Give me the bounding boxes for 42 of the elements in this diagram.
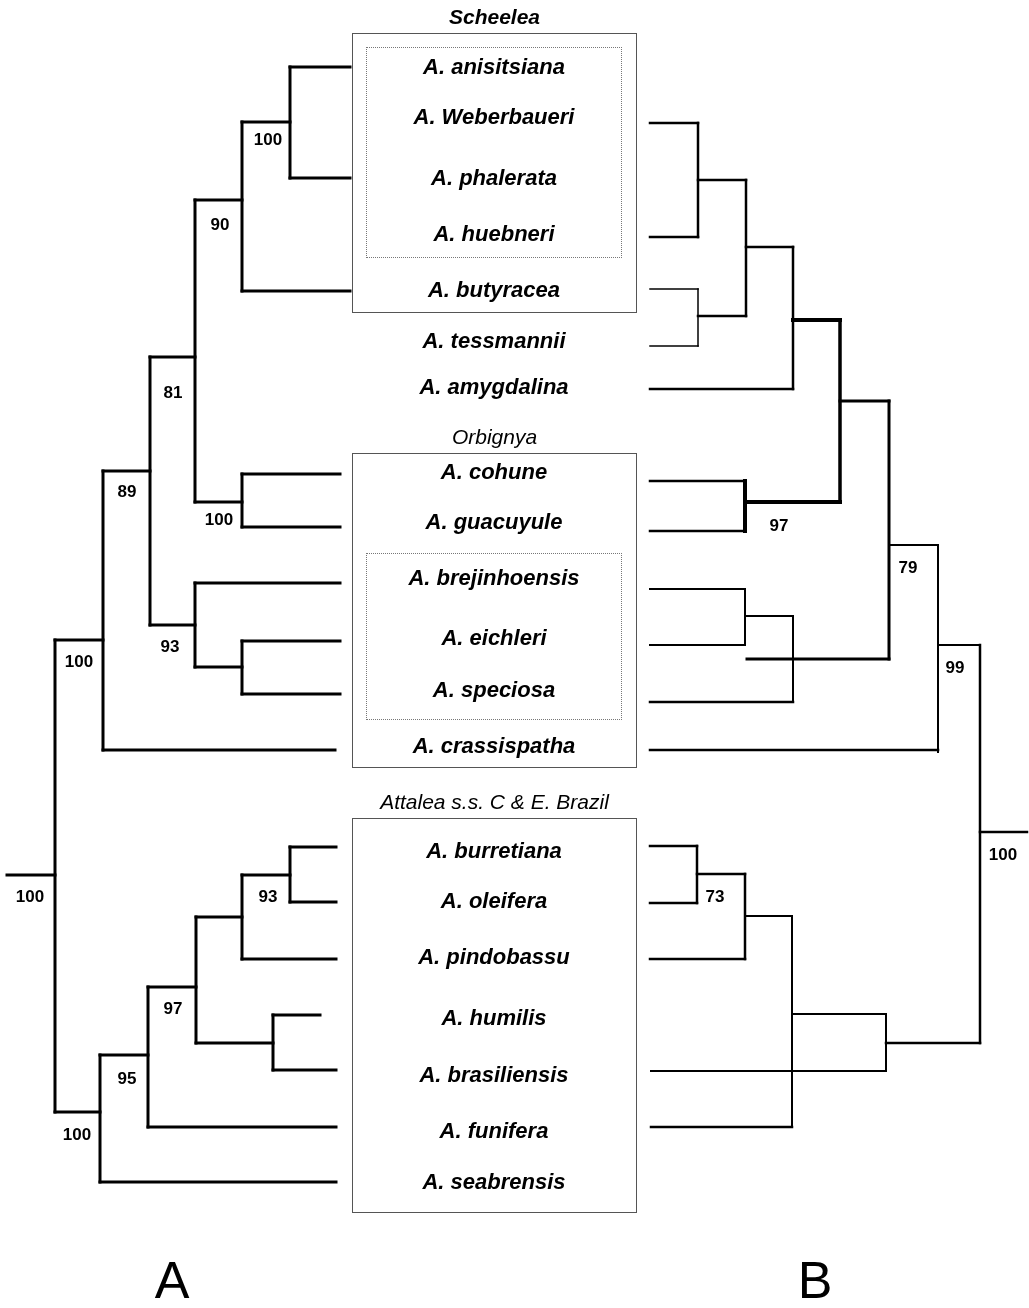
taxon-name: A. huebneri	[370, 220, 618, 248]
support-value: 100	[253, 130, 283, 150]
taxon-name: A. crassispatha	[370, 732, 618, 760]
support-value: 93	[160, 637, 180, 657]
clade-title: Orbignya	[450, 425, 539, 449]
taxon-name: A. speciosa	[370, 676, 618, 704]
support-value: 89	[117, 482, 137, 502]
support-value: 99	[945, 658, 965, 678]
taxon-name: A. butyracea	[370, 276, 618, 304]
support-value: 100	[15, 887, 45, 907]
taxon-name: A. amygdalina	[370, 373, 618, 401]
support-value: 100	[988, 845, 1018, 865]
taxon-name: A. funifera	[370, 1117, 618, 1145]
support-value: 79	[898, 558, 918, 578]
support-value: 95	[117, 1069, 137, 1089]
support-value: 90	[210, 215, 230, 235]
clade-title: Scheelea	[447, 5, 542, 29]
support-value: 100	[62, 1125, 92, 1145]
support-value: 97	[163, 999, 183, 1019]
taxon-name: A. cohune	[370, 458, 618, 486]
clade-title: Attalea s.s. C & E. Brazil	[378, 790, 611, 814]
taxon-name: A. brejinhoensis	[370, 564, 618, 592]
panel-letter: B	[797, 1252, 833, 1308]
taxon-name: A. guacuyule	[370, 508, 618, 536]
taxon-name: A. humilis	[370, 1004, 618, 1032]
support-value: 81	[163, 383, 183, 403]
taxon-name: A. eichleri	[370, 624, 618, 652]
taxon-name: A. burretiana	[370, 837, 618, 865]
taxon-name: A. phalerata	[370, 164, 618, 192]
taxon-name: A. Weberbaueri	[370, 103, 618, 131]
taxon-name: A. oleifera	[370, 887, 618, 915]
support-value: 73	[705, 887, 725, 907]
taxon-name: A. seabrensis	[370, 1168, 618, 1196]
panel-letter: A	[154, 1252, 190, 1308]
taxon-name: A. brasiliensis	[370, 1061, 618, 1089]
taxon-name: A. anisitsiana	[370, 53, 618, 81]
support-value: 100	[64, 652, 94, 672]
support-value: 97	[769, 516, 789, 536]
taxon-name: A. tessmannii	[370, 327, 618, 355]
taxon-name: A. pindobassu	[370, 943, 618, 971]
support-value: 100	[204, 510, 234, 530]
support-value: 93	[258, 887, 278, 907]
